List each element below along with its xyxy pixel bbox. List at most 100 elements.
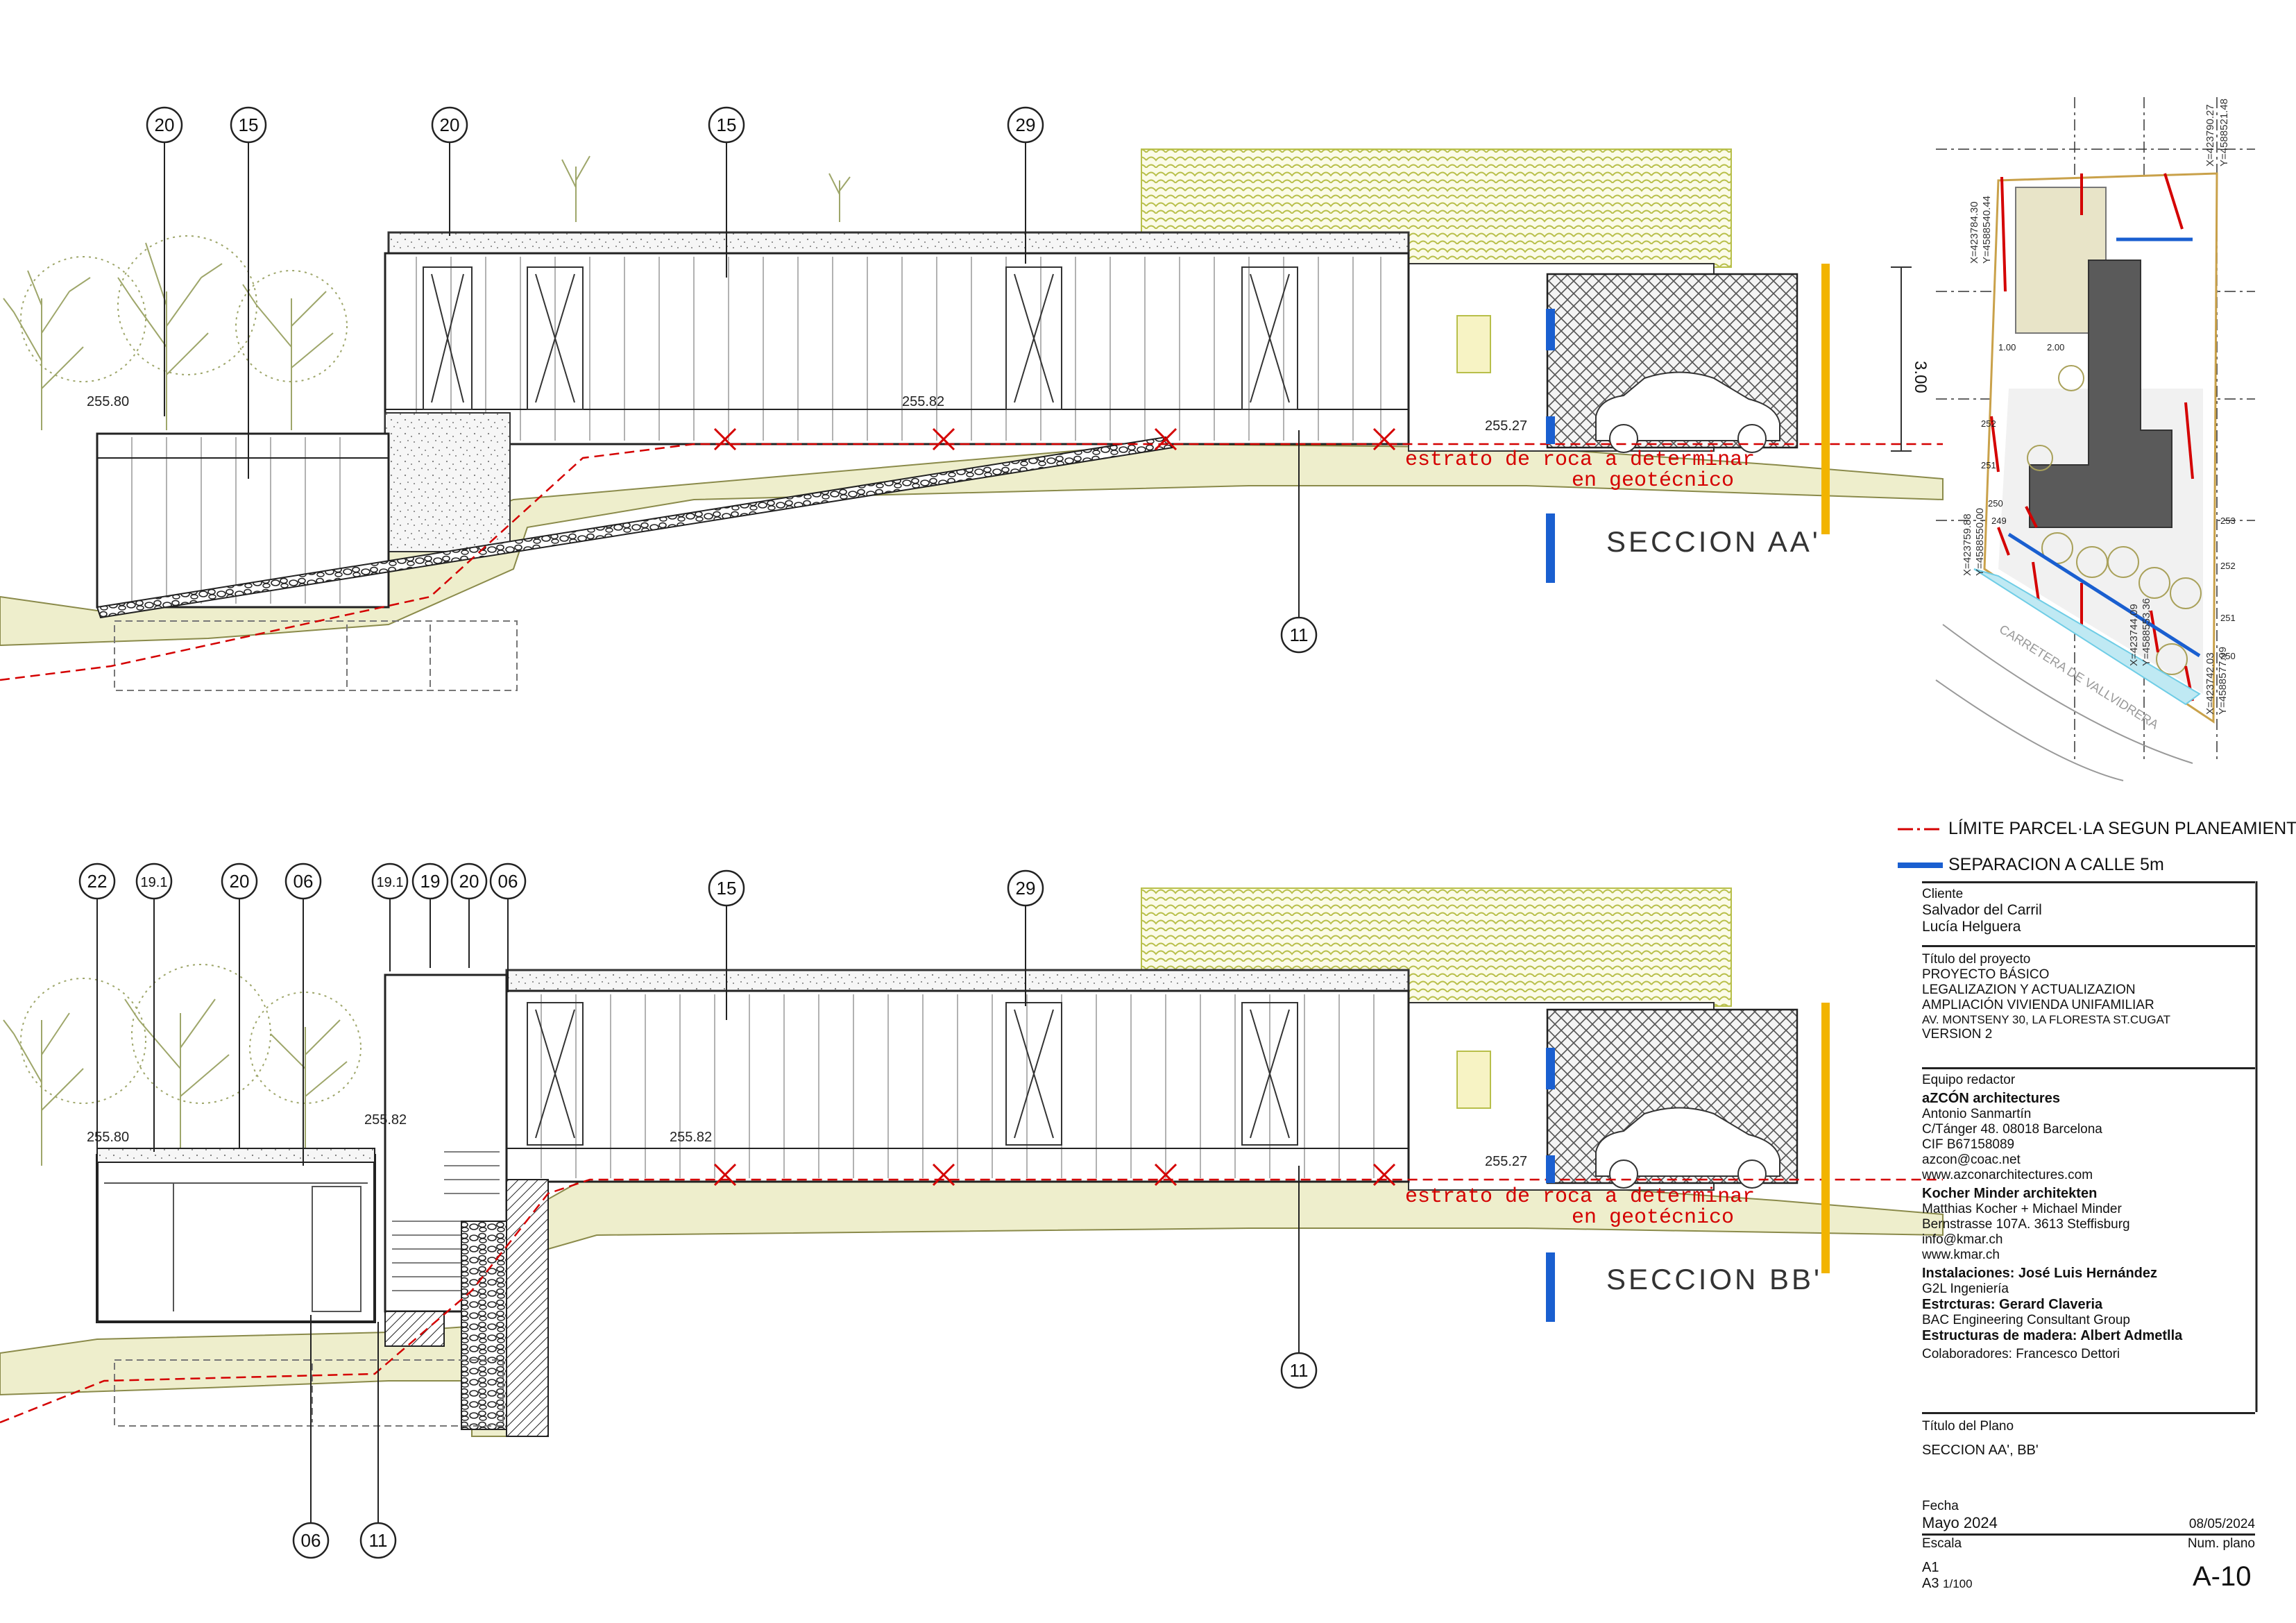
leaders-bb [96,899,1300,1523]
firm1-line-1: Antonio Sanmartín [1922,1107,2032,1121]
retaining-wall-bb [506,1179,549,1437]
contour-7: 251 [2220,613,2236,623]
sheet-number: A-10 [2193,1561,2252,1592]
stair-treads-bb [392,1151,500,1291]
project-line-2: LEGALIZAZION Y ACTUALIZAZION [1922,983,2136,997]
callout-bb-9 [708,869,745,907]
firm1-line-5: www.azconarchitectures.com [1922,1168,2093,1182]
window-grille-bb [1456,1051,1491,1109]
structures-name: Estrcturas: Gerard Claveria [1922,1297,2103,1312]
callout-bb-1-text: 22 [87,871,108,892]
callout-aa-1-text: 20 [155,114,175,135]
callout-bb-10 [1007,869,1044,907]
project-line-5: VERSION 2 [1922,1027,1993,1042]
callout-aa-3-text: 20 [440,114,460,135]
callout-bb-7-text: 20 [459,871,479,892]
callout-bb-2-text: 19.1 [141,875,168,890]
contour-5: 253 [2220,516,2236,526]
callout-bb-3-text: 20 [230,871,250,892]
callout-bb-11-text: 06 [301,1530,321,1551]
installations-firm: G2L Ingeniería [1922,1282,2009,1296]
site-plan: CARRETERA DE VALLVIDRERA X=423790.27 Y=4… [1935,97,2255,781]
firm1-line-4: azcon@coac.net [1922,1153,2021,1167]
scale-a1: A1 [1922,1560,1939,1575]
callout-bb-12-text: 11 [369,1530,388,1551]
callout-aa-3 [431,106,468,144]
scale-ratio: 1/100 [1943,1577,1973,1590]
firm2-line-2: Bernstrasse 107A. 3613 Steffisburg [1922,1217,2130,1232]
setback-marks-aa [1546,264,1830,583]
section-label-aa: SECCION AA' [1606,525,1821,558]
callout-bb-9-text: 15 [717,878,737,899]
date-value: Mayo 2024 [1922,1514,1998,1531]
plan-street [1935,624,2193,781]
coord-6: Y=4588550.00 [1974,508,1986,576]
callout-aa-1 [146,106,183,144]
legend-setback-label: SEPARACION A CALLE 5m [1948,855,2164,874]
lower-room-roof-bb [96,1148,375,1163]
title-rule-2 [1922,945,2255,947]
annex-facade-aa [384,252,1410,445]
scale-label: Escala [1922,1536,1962,1551]
date-exact-box: 08/05/2024 [1922,1517,2255,1532]
section-aa: 3.00 SECCION AA' estrato de roca a deter… [0,106,1944,691]
title-rule-4 [1922,1412,2255,1414]
legend [1898,828,1943,868]
scale-a3-row: A3 1/100 [1922,1576,2255,1592]
contour-8: 250 [2220,651,2236,661]
level-bb-mid1: 255.82 [364,1112,407,1128]
project-line-3: AMPLIACIÓN VIVIENDA UNIFAMILIAR [1922,998,2154,1012]
callout-aa-6 [1280,616,1318,654]
foundations-bb [114,1359,504,1427]
callout-aa-2-text: 15 [239,114,259,135]
level-aa-left: 255.80 [87,394,129,409]
contour-2: 251 [1981,460,1996,470]
callout-bb-13-text: 11 [1290,1360,1309,1381]
demolition-marks-aa [713,427,1396,451]
callout-aa-4 [708,106,745,144]
coord-1: X=423790.27 [2204,104,2216,167]
demolition-marks-bb [713,1163,1396,1187]
callout-bb-6 [411,863,449,900]
date-block: Fecha Mayo 2024 [1922,1499,2255,1532]
leaders-aa [164,142,1300,618]
timber-name: Estructuras de madera: Albert Admetlla [1922,1328,2183,1343]
legend-parcel-label: LÍMITE PARCEL·LA SEGUN PLANEAMIENTO [1948,819,2296,838]
window-grille-aa [1456,315,1491,373]
date-label: Fecha [1922,1499,1959,1513]
plan-title-block: Título del Plano SECCION AA', BB' [1922,1419,2255,1459]
date-exact: 08/05/2024 [2188,1517,2255,1531]
scale-values: A1 A3 1/100 [1922,1560,2255,1592]
title-rule-3 [1922,1067,2255,1069]
coord-2: Y=4588521.48 [2218,99,2230,167]
title-rule-top [1922,881,2255,883]
firm1-line-2: C/Tánger 48. 08018 Barcelona [1922,1122,2102,1137]
rock-note-2-aa: en geotécnico [1572,469,1734,493]
client-block: Cliente Salvador del Carril Lucía Helgue… [1922,887,2255,935]
offset-2: 1.00 [1998,342,2016,352]
facade-battens-aa [385,257,1409,441]
callout-bb-10-text: 29 [1016,878,1036,899]
firm1-line-3: CIF B67158089 [1922,1137,2015,1152]
annex-roof-aa [387,231,1410,255]
client-name-2: Lucía Helguera [1922,919,2021,935]
coord-3: X=423784.30 [1968,201,1980,264]
project-line-1: PROYECTO BÁSICO [1922,967,2050,982]
title-rule-5 [1922,1533,2255,1536]
callout-aa-5-text: 29 [1016,114,1036,135]
height-dim-aa [1891,266,1912,452]
client-label: Cliente [1922,887,1964,901]
sheet-label: Num. plano [2187,1536,2255,1551]
rock-note-1-aa: estrato de roca a determinar [1405,448,1755,472]
plan-title-label: Título del Plano [1922,1419,2014,1434]
level-aa-right: 255.27 [1485,418,1527,434]
coord-4: Y=4588540.44 [1981,196,1993,264]
client-name-1: Salvador del Carril [1922,902,2042,918]
trees-aa [3,155,851,430]
scale-a3: A3 [1922,1576,1939,1591]
lower-volume-aa [96,432,390,609]
structures-firm: BAC Engineering Consultant Group [1922,1313,2130,1327]
rock-note-1-bb: estrato de roca a determinar [1405,1185,1755,1209]
facade-windows-bb [527,1002,1298,1146]
